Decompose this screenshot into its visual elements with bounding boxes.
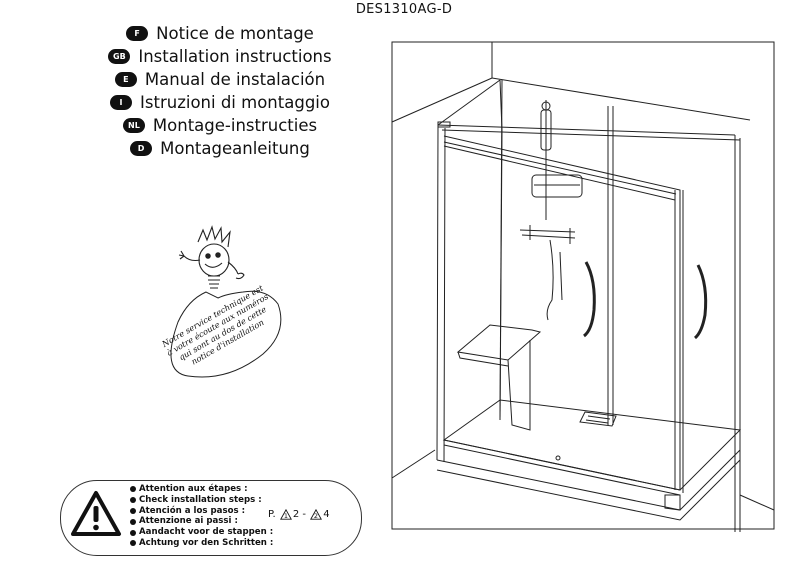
language-title-it: I Istruzioni di montaggio bbox=[70, 91, 370, 114]
language-title-fr: F Notice de montage bbox=[70, 22, 370, 45]
language-title-es: E Manual de instalación bbox=[70, 68, 370, 91]
language-title-de: D Montageanleitung bbox=[70, 137, 370, 160]
language-badge-fr: F bbox=[126, 26, 149, 41]
step-triangle-icon: 2 bbox=[310, 509, 323, 520]
step-number: 2 bbox=[314, 512, 318, 520]
warning-triangle-icon bbox=[71, 491, 121, 536]
step-notice-item: Attenzione ai passi : bbox=[130, 516, 275, 527]
step-notice-item: Attention aux étapes : bbox=[130, 484, 275, 495]
speech-bubble-shape bbox=[170, 290, 282, 378]
step-notice-item: Aandacht voor de stappen : bbox=[130, 527, 275, 538]
bullet-icon bbox=[130, 507, 136, 514]
bullet-icon bbox=[130, 497, 136, 504]
model-code: DES1310AG-D bbox=[355, 2, 453, 17]
installation-steps-list: Attention aux étapes : Check installatio… bbox=[130, 484, 275, 549]
language-title-text: Installation instructions bbox=[138, 47, 332, 66]
language-badge-nl: NL bbox=[122, 118, 145, 133]
language-title-list: F Notice de montage GB Installation inst… bbox=[70, 22, 370, 160]
language-title-text: Notice de montage bbox=[156, 24, 314, 43]
language-badge-it: I bbox=[110, 95, 133, 110]
language-badge-es: E bbox=[114, 72, 137, 87]
shower-cabin-illustration bbox=[391, 41, 775, 532]
language-title-text: Istruzioni di montaggio bbox=[140, 93, 330, 112]
bullet-icon bbox=[130, 540, 136, 547]
illustration-frame bbox=[391, 41, 775, 530]
bullet-icon bbox=[130, 518, 136, 525]
bullet-icon bbox=[130, 486, 136, 493]
bullet-icon bbox=[130, 529, 136, 536]
mascot-speech-bubble: Notre service technique est à votre écou… bbox=[159, 225, 282, 378]
step-notice-item: Achtung vor den Schritten : bbox=[130, 538, 275, 549]
page-prefix: P. bbox=[268, 509, 276, 520]
step-triangle-icon: 1 bbox=[279, 509, 292, 520]
language-title-gb: GB Installation instructions bbox=[70, 45, 370, 68]
lightbulb-mascot-icon bbox=[178, 225, 245, 289]
language-title-text: Montageanleitung bbox=[160, 139, 310, 158]
range-separator: - bbox=[302, 509, 307, 520]
step-notice-item: Atención a los pasos : bbox=[130, 506, 275, 517]
language-badge-de: D bbox=[130, 141, 153, 156]
step-number: 1 bbox=[284, 512, 288, 520]
installation-steps-notice bbox=[60, 480, 362, 556]
step-notice-item: Check installation steps : bbox=[130, 495, 275, 506]
step-page-reference: P. 1 2 - 2 4 bbox=[268, 509, 330, 520]
language-title-nl: NL Montage-instructies bbox=[70, 114, 370, 137]
language-badge-gb: GB bbox=[108, 49, 131, 64]
page-number: 2 bbox=[292, 509, 300, 520]
language-title-text: Montage-instructies bbox=[152, 116, 318, 135]
page-number: 4 bbox=[323, 509, 330, 520]
language-title-text: Manual de instalación bbox=[144, 70, 326, 89]
